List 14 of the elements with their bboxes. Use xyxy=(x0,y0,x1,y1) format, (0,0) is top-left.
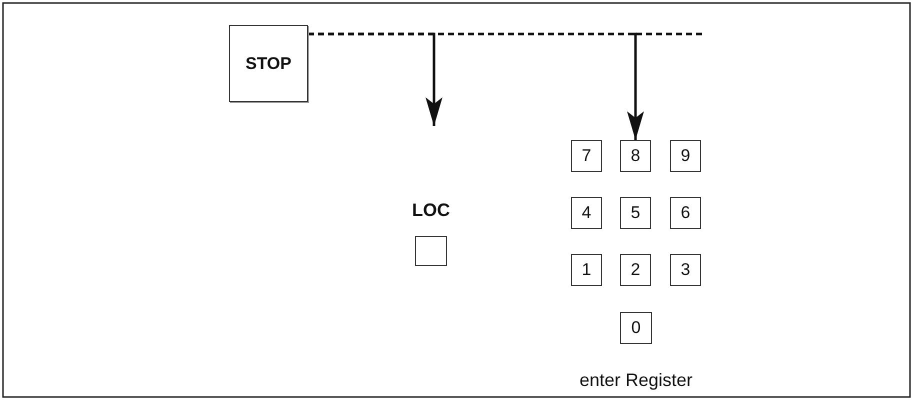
number-key: 0 xyxy=(620,312,652,344)
number-key: 6 xyxy=(670,197,701,229)
number-key: 2 xyxy=(620,254,651,286)
number-key: 5 xyxy=(620,197,651,229)
keypad-caption: enter Register xyxy=(578,370,694,391)
number-key: 7 xyxy=(571,140,602,172)
number-key: 1 xyxy=(571,254,602,286)
arrow xyxy=(308,32,644,140)
stop-key: STOP xyxy=(229,25,308,102)
number-key: 8 xyxy=(620,140,651,172)
indicator-label: LOC xyxy=(412,200,450,221)
number-key: 9 xyxy=(670,140,701,172)
number-key: 4 xyxy=(571,197,602,229)
number-key: 3 xyxy=(670,254,701,286)
